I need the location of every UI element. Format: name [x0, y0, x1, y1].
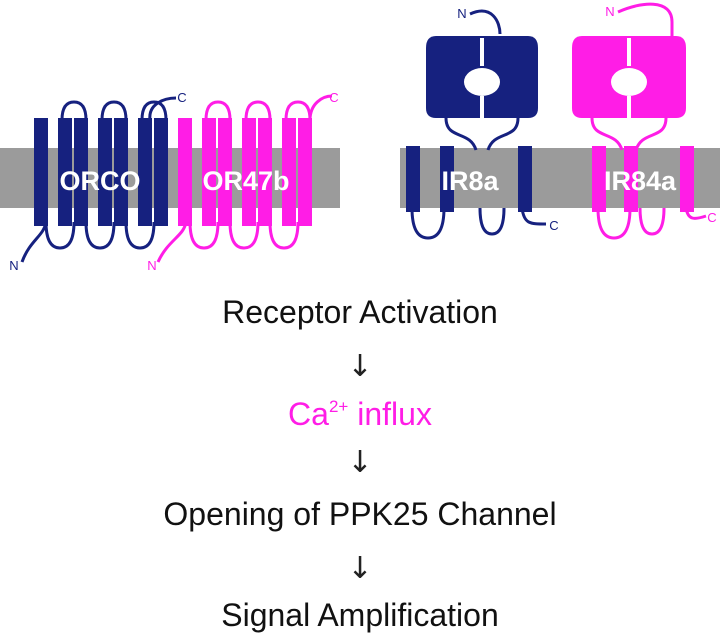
- orco-loop: [84, 221, 116, 250]
- ir8a-helix: [440, 146, 454, 212]
- or47b-helix: [202, 118, 216, 226]
- ir84a-n-terminal-label: N: [605, 4, 614, 19]
- ir8a-helix: [406, 146, 420, 212]
- orco-loop: [140, 100, 168, 121]
- orco-c-terminal-tail: [148, 96, 177, 121]
- or47b-loop: [284, 100, 312, 121]
- ir84a-loop: [638, 207, 666, 236]
- ir8a-linker: [444, 117, 520, 151]
- orco-n-terminal-tail: [20, 221, 48, 263]
- or47b-loop: [268, 221, 300, 250]
- orco-loop: [100, 100, 128, 121]
- orco-helix: [154, 118, 168, 226]
- ir8a-n-terminal-tail: [469, 9, 502, 35]
- or47b-c-terminal-label: C: [329, 90, 338, 105]
- or47b-helices: [178, 118, 312, 226]
- ir8a-helix: [518, 146, 532, 212]
- flow-step-calcium-influx: Ca2+ influx: [0, 396, 720, 432]
- ir84a-receptor: [572, 2, 707, 240]
- ir8a-loop: [410, 207, 446, 240]
- ir84a-loop: [596, 207, 632, 240]
- orco-helix: [34, 118, 48, 226]
- down-arrow-icon: ↓: [347, 349, 373, 384]
- or47b-helix: [218, 118, 232, 226]
- orco-loop: [44, 221, 76, 250]
- ir84a-helix: [592, 146, 606, 212]
- or47b-loop: [228, 221, 260, 250]
- ir84a-c-terminal-label: C: [707, 210, 716, 225]
- or47b-helix: [178, 118, 192, 226]
- orco-helix: [114, 118, 128, 226]
- orco-loop: [124, 221, 156, 250]
- ir8a-label: IR8a: [441, 166, 499, 196]
- or47b-loop: [244, 100, 272, 121]
- ir8a-c-terminal-label: C: [549, 218, 558, 233]
- ir84a-label: IR84a: [604, 166, 677, 196]
- orco-helix: [98, 118, 112, 226]
- calcium-symbol: Ca: [288, 396, 329, 432]
- or47b-helix: [242, 118, 256, 226]
- orco-helix: [58, 118, 72, 226]
- or47b-n-terminal-label: N: [147, 258, 156, 273]
- orco-n-terminal-label: N: [9, 258, 18, 273]
- flow-step-receptor-activation: Receptor Activation: [222, 294, 498, 330]
- ir8a-receptor: [406, 9, 547, 240]
- down-arrow-icon: ↓: [347, 551, 373, 586]
- or47b-helix: [282, 118, 296, 226]
- flow-step-signal-amplification: Signal Amplification: [221, 597, 499, 633]
- or47b-c-terminal-tail: [308, 94, 333, 121]
- ir84a-n-terminal-tail: [617, 2, 674, 36]
- or47b-loop: [204, 100, 232, 121]
- or47b-loop: [188, 221, 220, 250]
- orco-helix: [74, 118, 88, 226]
- or47b-n-terminal-tail: [156, 221, 188, 263]
- or47b-helix: [298, 118, 312, 226]
- or47b-helix: [258, 118, 272, 226]
- ir84a-helix: [624, 146, 638, 212]
- orco-helix: [138, 118, 152, 226]
- flow-step-ppk25-opening: Opening of PPK25 Channel: [163, 496, 557, 532]
- influx-label: influx: [348, 396, 432, 432]
- orco-loop: [60, 100, 88, 121]
- ir84a-helix: [680, 146, 694, 212]
- orco-label: ORCO: [60, 166, 141, 196]
- ir84a-linker: [590, 117, 668, 151]
- calcium-charge: 2+: [328, 397, 349, 416]
- ir84a-ligand-pocket: [611, 68, 647, 96]
- orco-c-terminal-label: C: [177, 90, 186, 105]
- down-arrow-icon: ↓: [347, 445, 373, 480]
- or47b-label: OR47b: [202, 166, 289, 196]
- ir8a-ligand-pocket: [464, 68, 500, 96]
- ir8a-loop: [478, 207, 506, 236]
- orco-helices: [34, 118, 168, 226]
- orco-receptor: [20, 96, 177, 263]
- ir8a-n-terminal-label: N: [457, 6, 466, 21]
